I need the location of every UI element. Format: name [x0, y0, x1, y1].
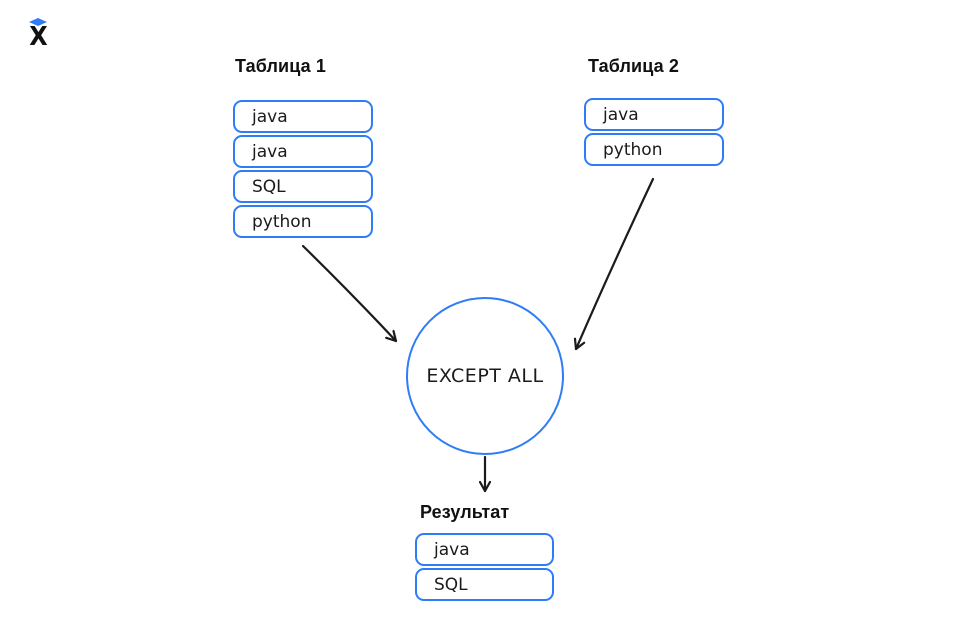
logo-letter: X — [29, 22, 47, 52]
result-row: SQL — [415, 568, 554, 601]
result-row: java — [415, 533, 554, 566]
arrow-table2-to-circle — [573, 177, 655, 351]
table2-title: Таблица 2 — [588, 56, 679, 76]
table2-row: java — [584, 98, 724, 131]
table1-row: python — [233, 205, 373, 238]
table1-row: java — [233, 135, 373, 168]
result-table: java SQL — [415, 533, 554, 601]
table2-row: python — [584, 133, 724, 166]
except-all-circle: EXCEPT ALL — [406, 297, 564, 455]
arrow-table1-to-circle — [301, 244, 398, 343]
table1: java java SQL python — [233, 100, 373, 238]
table2: java python — [584, 98, 724, 166]
operation-label: EXCEPT ALL — [426, 365, 544, 387]
table1-row: SQL — [233, 170, 373, 203]
hexlet-logo: X — [26, 18, 50, 50]
table1-title: Таблица 1 — [235, 56, 326, 76]
logo-diamond-icon — [29, 18, 47, 26]
result-title: Результат — [420, 502, 510, 522]
table1-row: java — [233, 100, 373, 133]
